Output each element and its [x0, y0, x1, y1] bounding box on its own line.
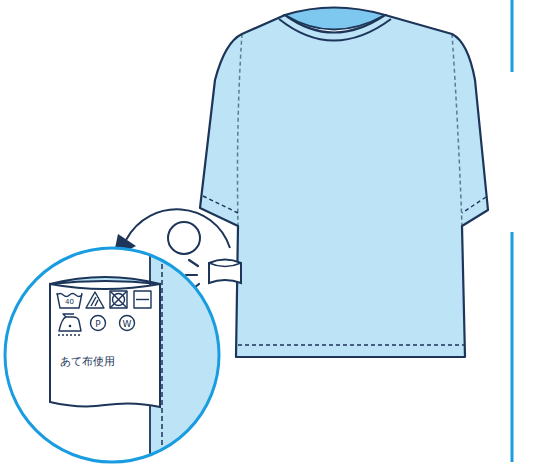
care-label: あて布使用 — [48, 270, 162, 412]
seam — [452, 34, 462, 226]
wash-wave — [57, 294, 82, 297]
shirt-edge-stitch — [161, 240, 163, 465]
small-tag — [209, 260, 241, 284]
iron-symbol — [59, 317, 81, 331]
bleach-stripe — [95, 300, 98, 306]
hem-stitch — [238, 344, 464, 345]
lens-circle — [168, 222, 200, 254]
sleeve-stitch — [203, 196, 238, 213]
label-outline — [48, 270, 162, 412]
wash-symbol — [57, 293, 82, 308]
collar — [279, 19, 391, 41]
dry-line — [136, 299, 149, 300]
side-bar — [511, 0, 514, 72]
cross-line — [110, 291, 127, 308]
neck-inside — [285, 8, 385, 30]
zoom-circle — [5, 248, 219, 462]
dryclean-symbol — [91, 316, 106, 331]
bleach-stripe — [91, 297, 96, 306]
label-note: あて布使用 — [60, 354, 115, 369]
iron-dot — [69, 325, 72, 328]
label-roll — [50, 277, 160, 284]
label-body — [50, 284, 160, 407]
iron-handle — [63, 314, 74, 317]
tumble-dry-circle — [113, 294, 125, 306]
seam — [238, 34, 243, 226]
bleach-symbol — [86, 292, 104, 308]
cross-line — [110, 291, 127, 308]
wetclean-symbol — [120, 316, 135, 331]
zoom-arrow — [126, 209, 230, 248]
t-shirt — [200, 15, 488, 357]
emphasis-mark — [186, 274, 197, 276]
iron-cloth — [58, 334, 82, 335]
sleeve-stitch — [462, 197, 486, 213]
tumble-dry-symbol — [110, 291, 127, 308]
emphasis-mark — [189, 260, 198, 266]
dry-symbol — [134, 291, 151, 308]
side-bar — [511, 232, 514, 462]
small-tag-fold — [209, 263, 241, 267]
